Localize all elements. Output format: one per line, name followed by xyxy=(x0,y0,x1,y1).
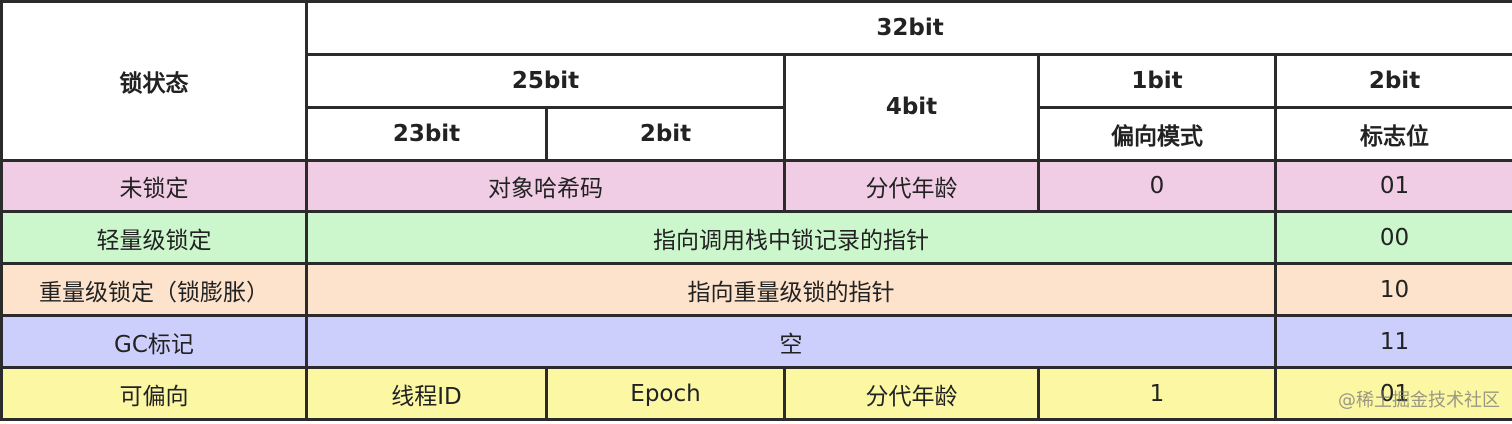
state-cell: 轻量级锁定 xyxy=(0,210,308,266)
epoch-cell: Epoch xyxy=(545,366,786,421)
header-row-3: 23bit 2bit 偏向模式 标志位 xyxy=(2,105,1512,162)
content-cell: 指向调用栈中锁记录的指针 xyxy=(305,210,1277,266)
row-lightweight: 轻量级锁定 指向调用栈中锁记录的指针 00 xyxy=(0,210,1512,266)
biased-cell: 1 xyxy=(1037,366,1277,421)
row-unlocked: 未锁定 对象哈希码 分代年龄 0 01 xyxy=(0,158,1512,214)
flag-cell: 00 xyxy=(1273,210,1512,266)
state-cell: 未锁定 xyxy=(0,158,308,214)
header-row-1: 锁状态 32bit xyxy=(0,0,1512,162)
flag-cell: 11 xyxy=(1273,314,1512,370)
biased-mode-header: 偏向模式 xyxy=(1037,105,1277,162)
row-gc: GC标记 空 11 xyxy=(0,314,1512,370)
watermark: @稀土掘金技术社区 xyxy=(1338,390,1500,411)
age-cell: 分代年龄 xyxy=(783,158,1040,214)
row-biasable: 可偏向 线程ID Epoch 分代年龄 1 01 xyxy=(0,366,1512,421)
flag-cell: 10 xyxy=(1273,262,1512,318)
biased-cell: 0 xyxy=(1037,158,1277,214)
content-cell: 指向重量级锁的指针 xyxy=(305,262,1277,318)
hash-cell: 对象哈希码 xyxy=(305,158,786,214)
row-heavyweight: 重量级锁定（锁膨胀） 指向重量级锁的指针 10 xyxy=(0,262,1512,318)
state-cell: 可偏向 xyxy=(0,366,308,421)
thread-id-cell: 线程ID xyxy=(305,366,548,421)
bits-25-header: 25bit xyxy=(305,52,786,109)
flag-cell: 01 xyxy=(1273,366,1512,421)
lock-state-header: 锁状态 xyxy=(0,0,308,162)
bits-2-sub-header: 2bit xyxy=(545,105,786,162)
state-cell: GC标记 xyxy=(0,314,308,370)
bits-23-header: 23bit xyxy=(305,105,548,162)
state-cell: 重量级锁定（锁膨胀） xyxy=(0,262,308,318)
bits-4-header: 4bit xyxy=(783,52,1040,162)
total-bits-header: 32bit xyxy=(304,0,1512,56)
content-cell: 空 xyxy=(305,314,1277,370)
bits-2-header: 2bit xyxy=(1273,52,1512,109)
age-cell: 分代年龄 xyxy=(783,366,1040,421)
bits-1-header: 1bit xyxy=(1037,52,1277,109)
flag-cell: 01 xyxy=(1273,158,1512,214)
flag-bits-header: 标志位 xyxy=(1273,105,1512,162)
header-row-2: 25bit 4bit 1bit 2bit xyxy=(2,52,1512,162)
